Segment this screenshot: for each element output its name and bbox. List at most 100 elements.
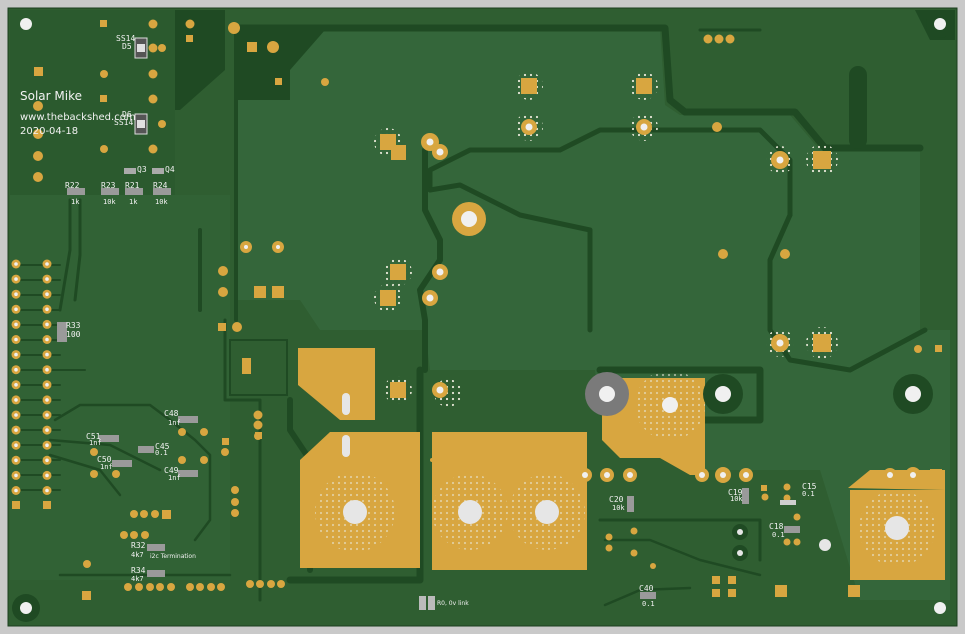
header-pin-hole <box>45 337 49 342</box>
ss14-bottom-label: SS14 <box>114 118 133 127</box>
header-pin-hole <box>45 322 49 327</box>
header-pin-hole <box>14 307 18 312</box>
small-pads <box>33 19 801 591</box>
mounting-hole <box>535 500 559 524</box>
header-pin-hole <box>45 307 49 312</box>
mounting-hole <box>715 386 731 402</box>
top-wedge <box>236 30 325 100</box>
website-text: www.thebackshed.com <box>20 112 136 123</box>
r21-label: R21 <box>125 181 140 190</box>
c45-value: 0.1 <box>155 449 168 457</box>
c51-label: C51 <box>86 432 101 441</box>
mounting-hole <box>599 386 615 402</box>
c15-label: C15 <box>802 482 817 491</box>
c18-label: C18 <box>769 522 784 531</box>
c20-value: 10k <box>612 504 625 512</box>
i2c-termination-label: i2c Termination <box>150 553 196 560</box>
header-pin-square <box>43 501 51 509</box>
r32-value: 4k7 <box>131 551 144 559</box>
silkscreen-reference-labels: SS14 D5 D6 SS14 Q3 Q4 R22 1k R23 10k R21… <box>65 34 817 608</box>
header-pin-hole <box>14 398 18 402</box>
q4-label: Q4 <box>165 165 175 174</box>
c15-value: 0.1 <box>802 490 815 498</box>
mounting-hole <box>934 18 946 30</box>
large-pads <box>218 22 922 483</box>
mounting-hole <box>20 18 32 30</box>
mounting-hole <box>885 516 909 540</box>
header-pin-hole <box>45 398 49 402</box>
mounting-hole <box>343 500 367 524</box>
mounting-hole <box>20 602 32 614</box>
r24-label: R24 <box>153 181 168 190</box>
c51-value: 1nf <box>89 439 102 447</box>
r0-link-label: R0, 0v link <box>437 600 469 607</box>
header-pin-hole <box>14 367 18 372</box>
header-pin-hole <box>14 458 18 463</box>
mounting-hole <box>458 500 482 524</box>
header-pin-hole <box>45 383 49 387</box>
header-pin-hole <box>45 488 49 493</box>
r32-label: R32 <box>131 541 146 550</box>
date-text: 2020-04-18 <box>20 126 78 137</box>
d5-label: D5 <box>122 42 132 51</box>
mounting-hole <box>819 539 831 551</box>
r34-value: 4k7 <box>131 575 144 583</box>
c20-label: C20 <box>609 495 624 504</box>
r22-label: R22 <box>65 181 80 190</box>
ss14-top-label: SS14 <box>116 34 135 43</box>
pin-header <box>11 259 52 509</box>
c18-value: 0.1 <box>772 531 785 539</box>
header-pin-hole <box>45 262 49 266</box>
mounting-hole <box>905 386 921 402</box>
header-pin-hole <box>45 367 49 372</box>
r33-value: 100 <box>66 330 81 339</box>
c49-label: C49 <box>164 466 179 475</box>
header-pin-hole <box>45 458 49 463</box>
r21-value: 1k <box>129 198 138 206</box>
upper-left-zone <box>10 10 175 195</box>
header-pin-hole <box>14 488 18 493</box>
r22-value: 1k <box>71 198 80 206</box>
header-pin-hole <box>14 443 18 448</box>
c40-value: 0.1 <box>642 600 655 608</box>
mounting-hole <box>934 602 946 614</box>
c50-label: C50 <box>97 455 112 464</box>
header-pin-hole <box>45 428 49 432</box>
header-pin-hole <box>14 428 18 432</box>
r23-label: R23 <box>101 181 116 190</box>
slot-holes <box>342 393 350 457</box>
header-pin-hole <box>14 352 18 357</box>
header-pin-hole <box>45 443 49 448</box>
header-pin-hole <box>45 292 49 297</box>
silkscreen-branding: Solar Mike www.thebackshed.com 2020-04-1… <box>20 89 136 137</box>
mounting-holes <box>12 10 954 622</box>
header-pin-hole <box>14 413 18 417</box>
c48-value: 1nf <box>168 419 181 427</box>
square-pads <box>34 20 942 600</box>
smd-components <box>57 37 800 610</box>
header-pin-hole <box>45 352 49 357</box>
copper-traces <box>14 24 928 607</box>
header-pin-hole <box>14 292 18 297</box>
c45-label: C45 <box>155 442 170 451</box>
header-pin-hole <box>45 413 49 417</box>
header-pin-hole <box>14 262 18 266</box>
c49-value: 1nf <box>168 474 181 482</box>
c48-label: C48 <box>164 409 179 418</box>
q3-label: Q3 <box>137 165 147 174</box>
r24-value: 10k <box>155 198 168 206</box>
r33-label: R33 <box>66 321 81 330</box>
header-pin-hole <box>14 383 18 387</box>
d6-label: D6 <box>122 110 132 119</box>
header-pin-hole <box>45 473 49 478</box>
header-pin-hole <box>14 473 18 478</box>
header-pin-square <box>12 501 20 509</box>
c50-value: 1nf <box>100 463 113 471</box>
author-text: Solar Mike <box>20 89 82 103</box>
header-pin-hole <box>14 337 18 342</box>
r34-label: R34 <box>131 566 146 575</box>
dot-strip <box>382 458 466 462</box>
header-pin-hole <box>45 277 49 281</box>
